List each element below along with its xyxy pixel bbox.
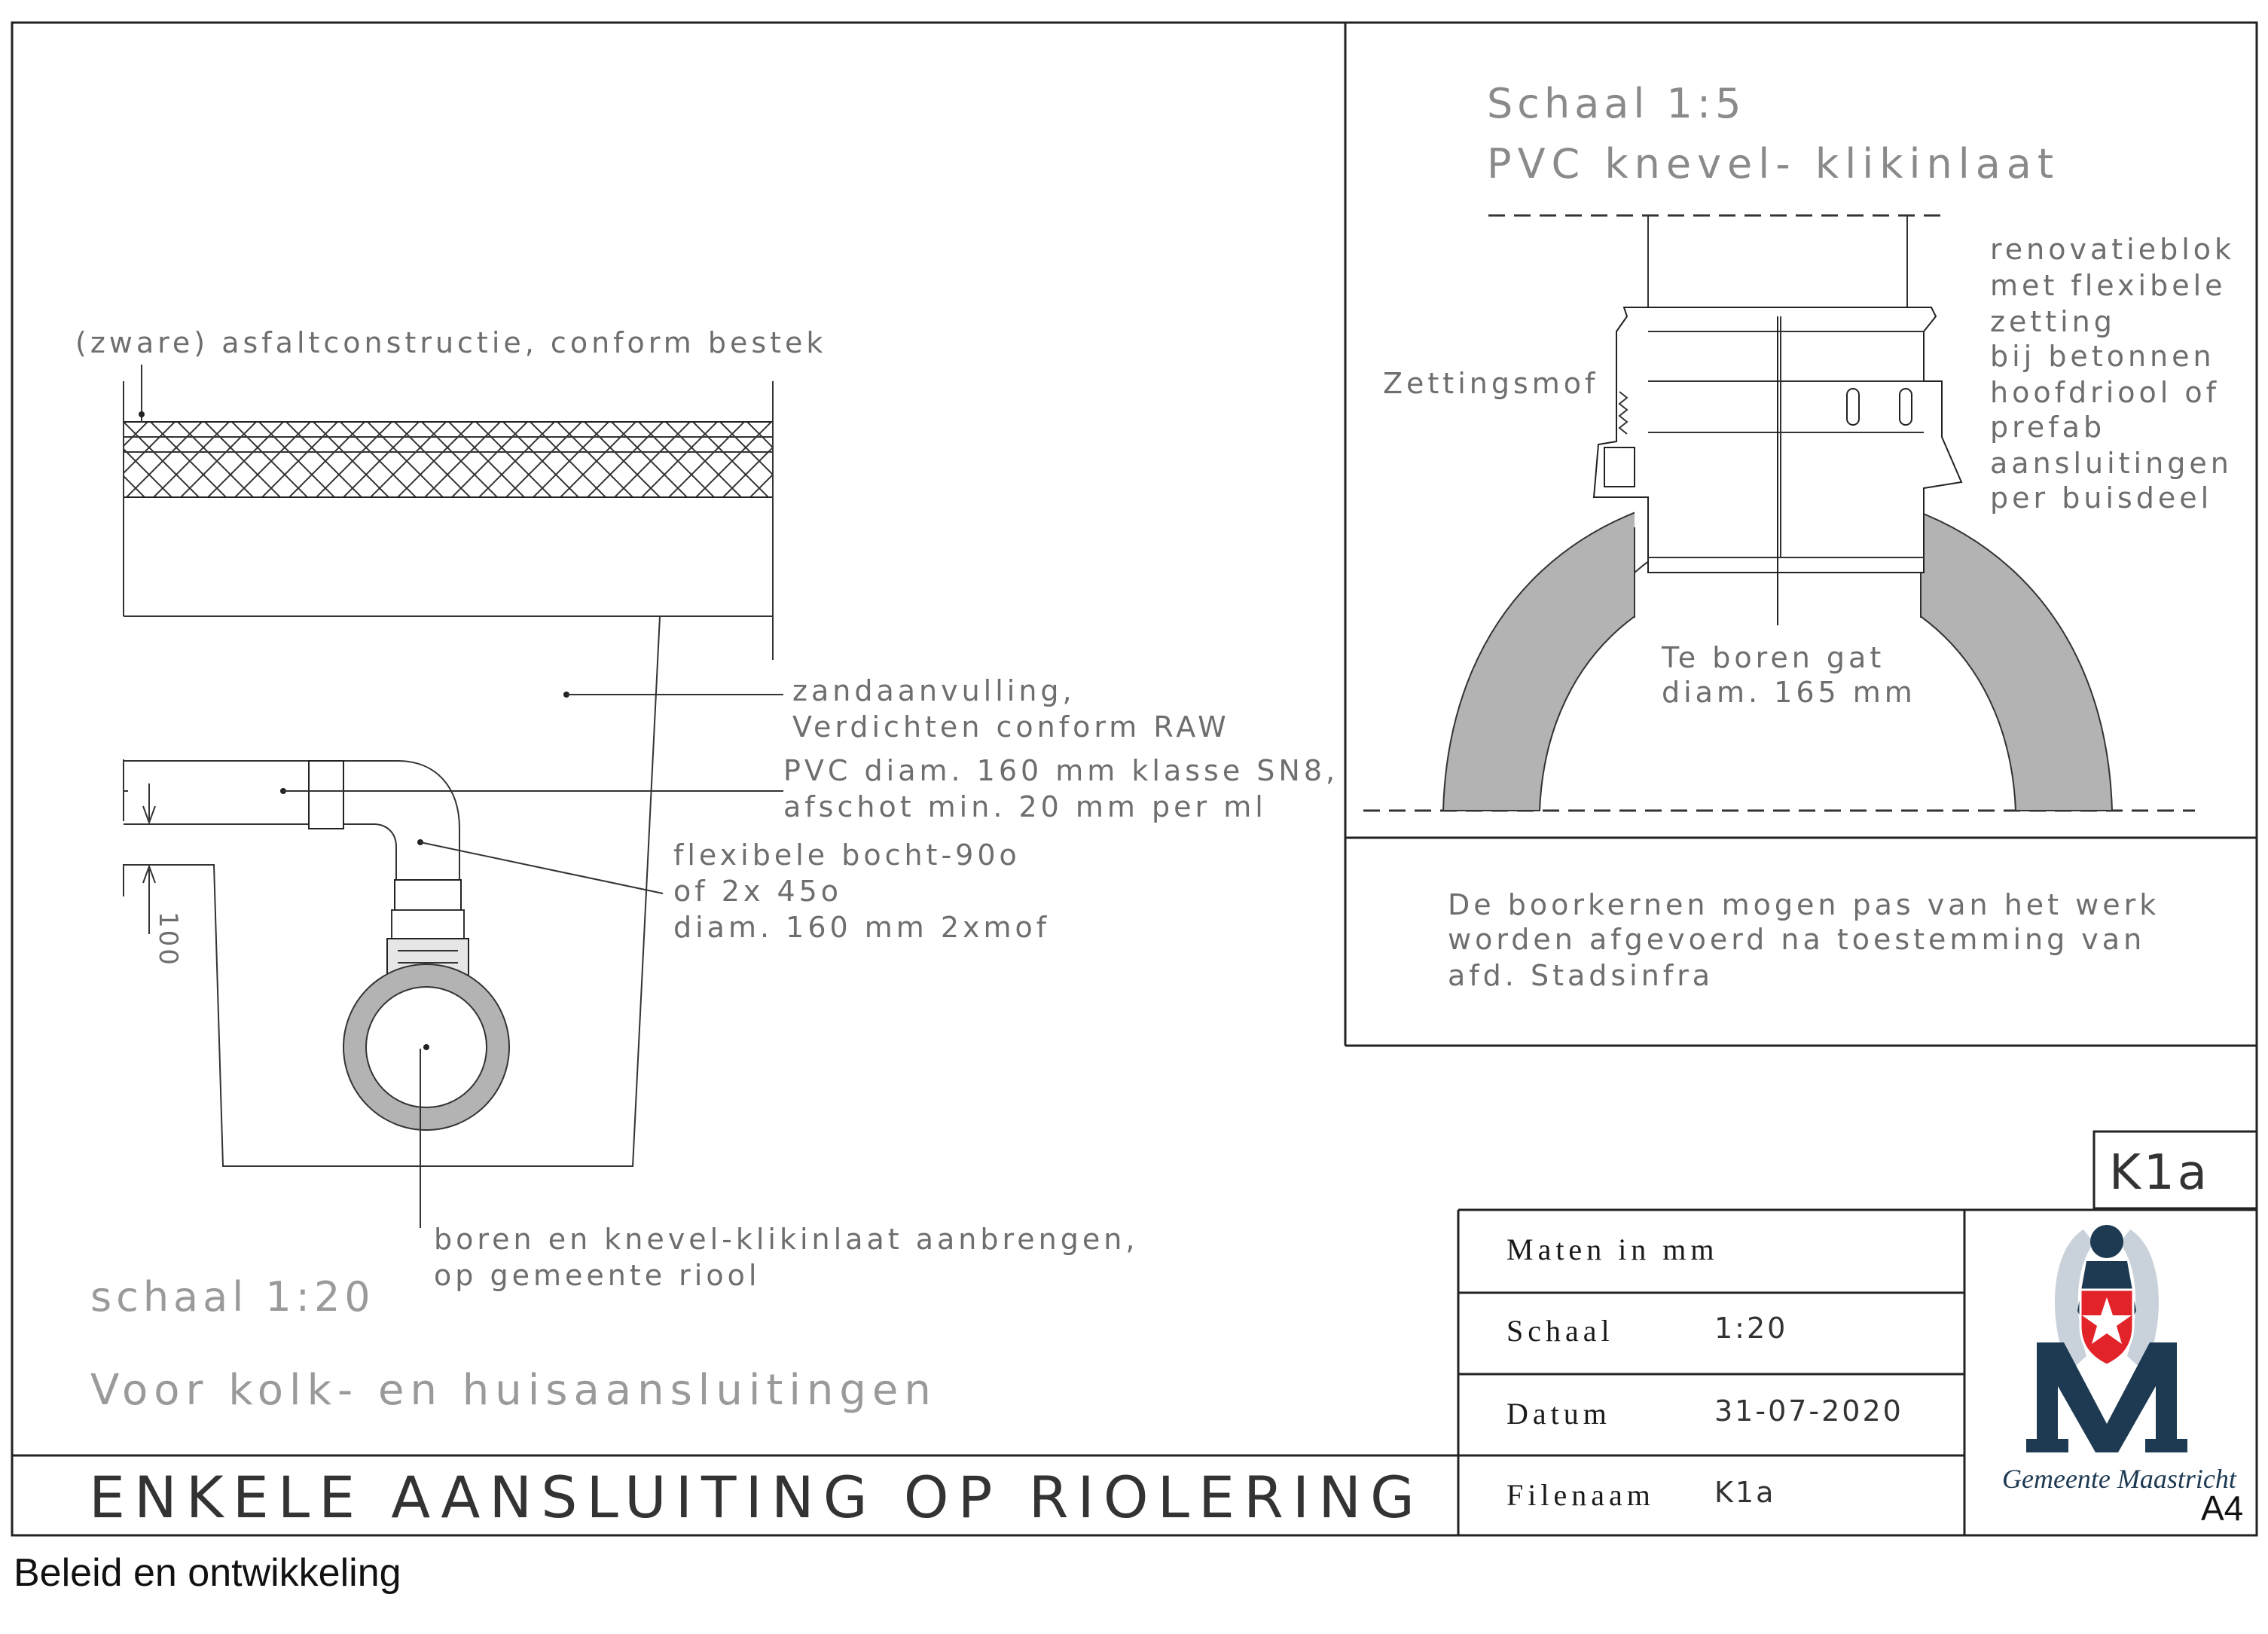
renovation-block-label: renovatieblok met flexibele zetting bij …: [1990, 233, 2235, 515]
drill-label-1: boren en knevel-klikinlaat aanbrengen,: [434, 1223, 1138, 1256]
note-line-3: afd. Stadsinfra: [1448, 959, 1714, 992]
detail-scale-label: Schaal 1:5: [1487, 80, 1745, 127]
hole-label-2: diam. 165 mm: [1662, 676, 1916, 709]
detail-title: PVC knevel- klikinlaat: [1487, 140, 2059, 188]
asphalt-layer: [123, 421, 774, 498]
reno-line: met flexibele: [1990, 269, 2227, 302]
units-label: Maten in mm: [1506, 1232, 1719, 1266]
reno-line: renovatieblok: [1990, 233, 2235, 266]
footer-department: Beleid en ontwikkeling: [14, 1551, 401, 1595]
gemeente-maastricht-logo: [2026, 1225, 2187, 1452]
title-block: K1a Maten in mm Schaal 1:20 Datum 31-07-…: [1457, 1130, 2258, 1535]
sheet-size-label: A4: [2201, 1489, 2244, 1528]
reno-line: prefab: [1990, 411, 2105, 444]
sand-fill-label-1: zandaanvulling,: [792, 674, 1076, 707]
file-label: Filenaam: [1506, 1478, 1655, 1512]
file-value: K1a: [1714, 1476, 1775, 1509]
note-line-1: De boorkernen mogen pas van het werk: [1448, 888, 2160, 921]
date-label: Datum: [1506, 1397, 1611, 1431]
note-line-2: worden afgevoerd na toestemming van: [1448, 923, 2145, 956]
drill-core-note: De boorkernen mogen pas van het werk wor…: [1448, 888, 2160, 992]
reno-line: per buisdeel: [1990, 481, 2212, 515]
bend-label-3: diam. 160 mm 2xmof: [673, 911, 1050, 944]
bend-label-2: of 2x 45o: [673, 875, 842, 908]
reno-line: aansluitingen: [1990, 447, 2233, 480]
sand-fill-label-2: Verdichten conform RAW: [792, 710, 1230, 744]
drawing-code: K1a: [2109, 1145, 2210, 1201]
main-scale-label: schaal 1:20: [90, 1273, 375, 1321]
reno-line: zetting: [1990, 305, 2116, 338]
sheet-frame: [11, 21, 2258, 1537]
click-inlet-detail-drawing: [1363, 214, 2195, 812]
asphalt-label: (zware) asfaltconstructie, conform beste…: [75, 326, 826, 359]
sheet-title: ENKELE AANSLUITING OP RIOLERING: [89, 1464, 1424, 1531]
dimension-label: 100: [153, 912, 183, 967]
pvc-pipe-label-1: PVC diam. 160 mm klasse SN8,: [783, 754, 1339, 787]
pipe-socket: [308, 760, 344, 829]
organisation-name: Gemeente Maastricht: [2002, 1464, 2236, 1494]
date-value: 31-07-2020: [1714, 1394, 1903, 1428]
main-subtitle: Voor kolk- en huisaansluitingen: [90, 1366, 937, 1415]
sleeve-label: Zettingsmof: [1383, 367, 1598, 400]
scale-value: 1:20: [1714, 1312, 1787, 1345]
pvc-pipe-label-2: afschot min. 20 mm per ml: [783, 790, 1267, 823]
bend-label-1: flexibele bocht-90o: [673, 838, 1021, 872]
scale-label: Schaal: [1506, 1314, 1614, 1348]
hole-label-1: Te boren gat: [1661, 641, 1885, 674]
drill-label-2: op gemeente riool: [434, 1259, 760, 1292]
reno-line: hoofdriool of: [1990, 376, 2220, 409]
reno-line: bij betonnen: [1990, 340, 2215, 373]
road-section-drawing: 100: [123, 365, 783, 1228]
